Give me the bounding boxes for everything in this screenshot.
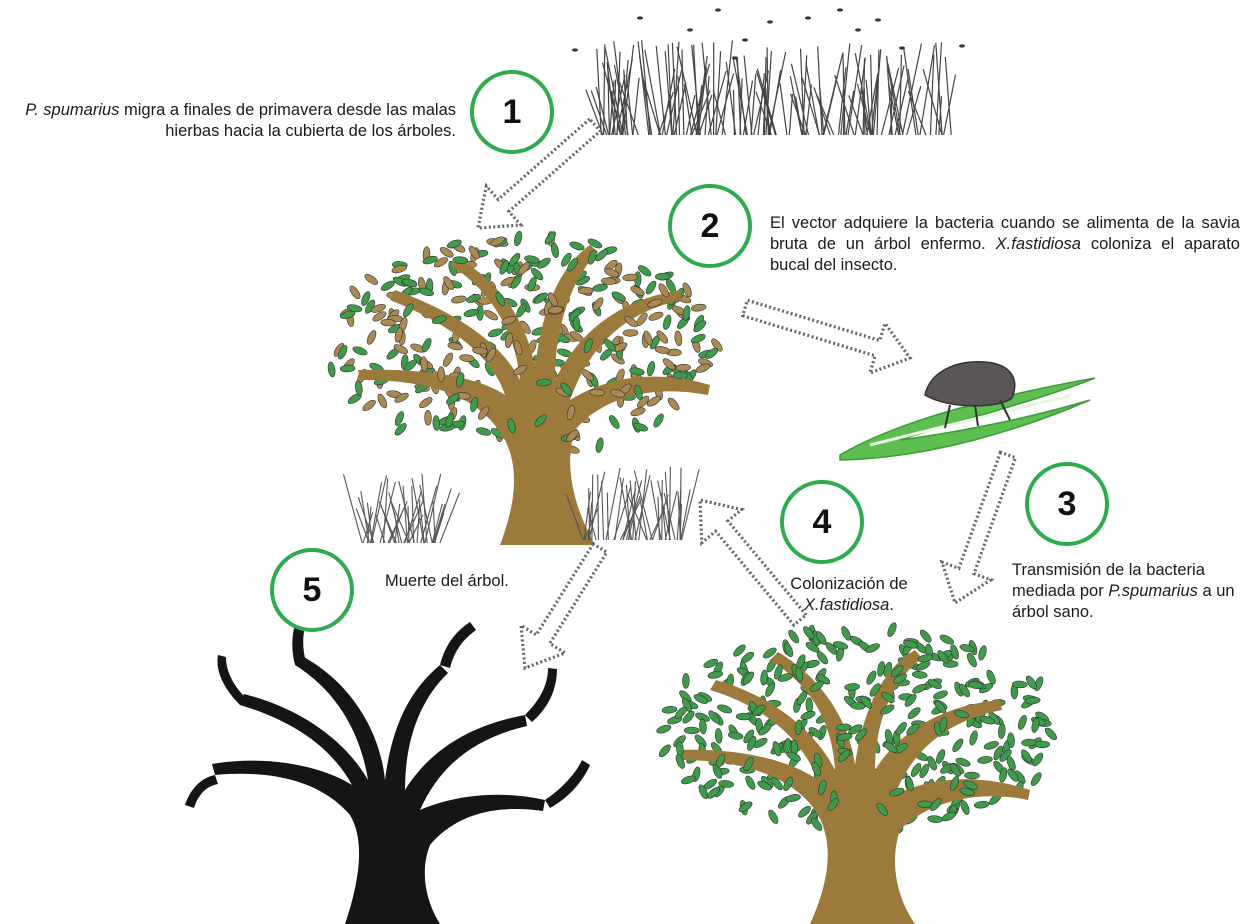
step-2-caption-text-a: El vector adquiere la bacteria cuando se… <box>770 214 1240 253</box>
step-4-circle: 4 <box>780 480 864 564</box>
step-3-caption-text-b: a un árbol sano. <box>1012 582 1235 621</box>
step-1-caption-species: P. spumarius <box>25 101 120 119</box>
step-5-number: 5 <box>302 570 322 609</box>
step-4-number: 4 <box>812 502 832 541</box>
step-2-caption-species: X.fastidiosa <box>995 235 1081 253</box>
step-5-caption-text: Muerte del árbol. <box>385 572 509 590</box>
step-1-caption: P. spumarius migra a finales de primaver… <box>8 100 456 142</box>
step-2-caption: El vector adquiere la bacteria cuando se… <box>770 213 1240 276</box>
step-4-caption-species: X.fastidiosa <box>804 596 890 614</box>
dotted-arrow-icon <box>476 116 1018 671</box>
diseased-tree-icon <box>327 230 723 545</box>
step-2-number: 2 <box>700 206 720 245</box>
step-3-circle: 3 <box>1025 462 1109 546</box>
step-4-caption-text-b: . <box>889 596 894 614</box>
step-5-circle: 5 <box>270 548 354 632</box>
step-2-circle: 2 <box>668 184 752 268</box>
step-2-caption-text-b: coloniza el aparato bucal del insecto. <box>770 235 1240 274</box>
step-4-caption-text-a: Colonización de <box>790 575 908 593</box>
weeds-icon <box>572 8 965 136</box>
step-5-caption: Muerte del árbol. <box>385 571 545 592</box>
step-1-circle: 1 <box>470 70 554 154</box>
step-1-caption-text: migra a finales de primavera desde las m… <box>119 101 456 140</box>
step-3-caption: Transmisión de la bacteria mediada por P… <box>1012 560 1250 623</box>
step-1-number: 1 <box>502 92 522 131</box>
dead-tree-icon <box>185 612 590 924</box>
step-3-caption-species: P.spumarius <box>1108 582 1198 600</box>
healthy-tree-icon <box>656 622 1057 924</box>
step-4-caption: Colonización de X.fastidiosa. <box>770 574 928 616</box>
step-3-caption-text-a: Transmisión de la bacteria mediada por <box>1012 561 1205 600</box>
insect-on-leaf-icon <box>839 361 1096 461</box>
step-3-number: 3 <box>1057 484 1077 523</box>
